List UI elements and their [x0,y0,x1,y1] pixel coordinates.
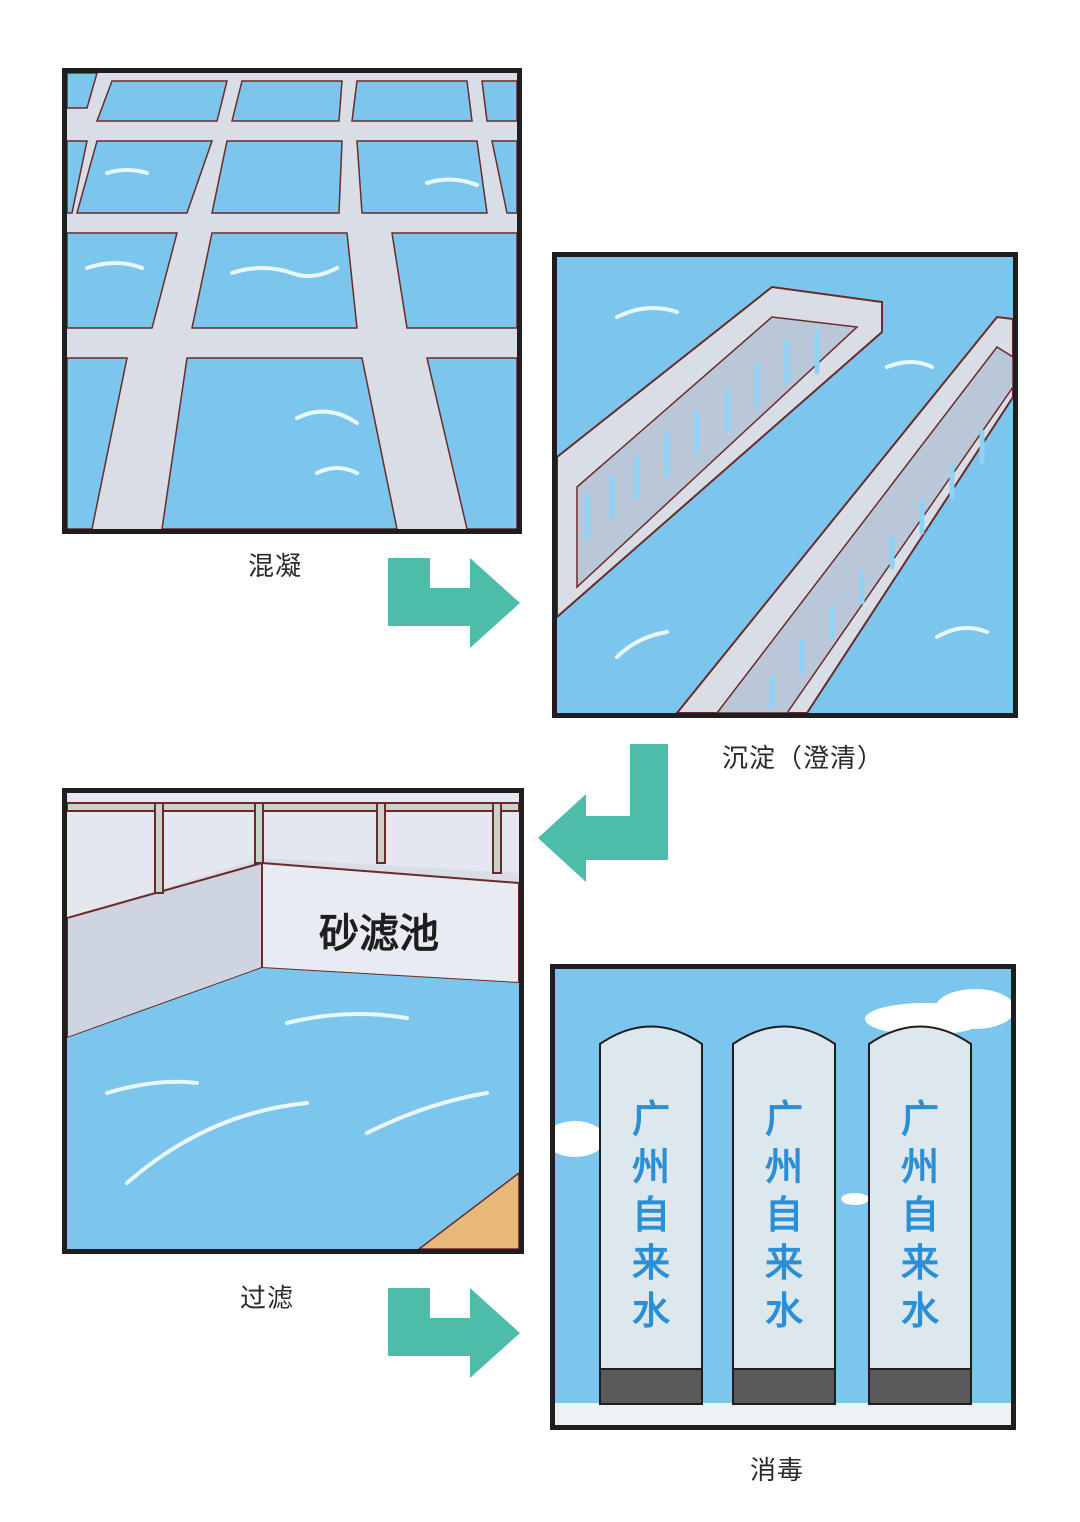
panel-sedimentation [552,252,1018,718]
caption-filtration: 过滤 [240,1284,295,1314]
disinfection-illustration [555,969,1011,1425]
caption-disinfection: 消毒 [750,1456,805,1486]
filtration-illustration [67,793,519,1249]
arrow-right-icon [388,558,520,648]
coagulation-illustration [67,73,517,529]
panel-disinfection: 广 州 自 来 水 广 州 自 来 水 广 州 自 来 水 [550,964,1016,1430]
panel-filtration: 砂滤池 [62,788,524,1254]
tank-label-1: 广 州 自 来 水 [631,1097,670,1333]
arrow-right-icon [388,1288,520,1378]
tank-label-2: 广 州 自 来 水 [764,1097,803,1333]
caption-sedimentation: 沉淀（澄清） [722,744,885,774]
sand-filter-sign: 砂滤池 [319,911,439,957]
caption-coagulation: 混凝 [248,552,303,582]
arrow-down-left-icon [538,744,668,882]
sedimentation-illustration [557,257,1013,713]
tank-label-3: 广 州 自 来 水 [900,1097,939,1333]
panel-coagulation [62,68,522,534]
